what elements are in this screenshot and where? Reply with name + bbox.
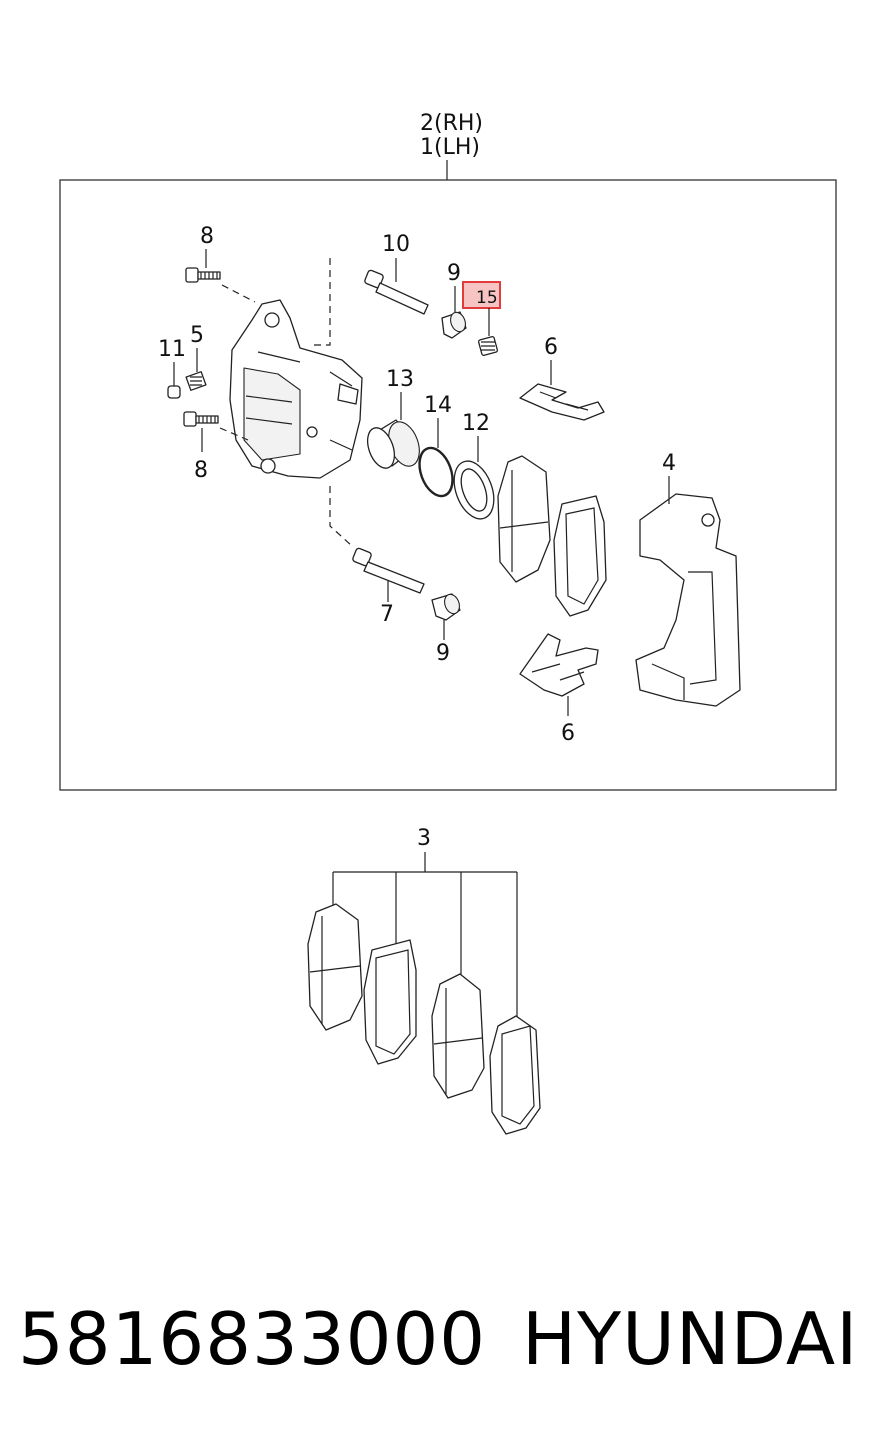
bolt-8-bottom bbox=[183, 411, 219, 427]
assembly-label-rh: 2(RH) bbox=[420, 111, 483, 136]
piston-boot-12 bbox=[453, 460, 495, 520]
part-number: 5816833000 bbox=[18, 1297, 487, 1381]
callout-3: 3 bbox=[417, 826, 431, 851]
callout-6-top: 6 bbox=[544, 335, 558, 360]
pad-kit-pad-2 bbox=[363, 939, 417, 1065]
callout-9-bottom: 9 bbox=[436, 641, 450, 666]
callout-11: 11 bbox=[158, 337, 186, 362]
guide-pin-7 bbox=[352, 547, 425, 594]
pad-kit-leader bbox=[332, 852, 518, 1018]
caliper-body bbox=[229, 299, 363, 479]
bolt-8-top bbox=[185, 267, 221, 283]
brake-pad-inner bbox=[497, 455, 551, 583]
bleeder-screw-5 bbox=[185, 371, 207, 391]
boot-9-top bbox=[441, 311, 467, 339]
callout-5: 5 bbox=[190, 323, 204, 348]
highlight-box-15 bbox=[462, 281, 501, 309]
callout-4: 4 bbox=[662, 451, 676, 476]
pad-kit-pad-4 bbox=[489, 1015, 541, 1135]
guide-pin-10 bbox=[364, 269, 429, 315]
pad-clip-6-bottom bbox=[519, 633, 599, 697]
pad-clip-6-top bbox=[519, 383, 605, 421]
pad-kit-pad-1 bbox=[307, 903, 363, 1031]
piston-13 bbox=[366, 419, 420, 469]
brake-pad-outer bbox=[553, 495, 607, 617]
piston-seal-14 bbox=[418, 446, 454, 498]
callout-8-bottom: 8 bbox=[194, 458, 208, 483]
caliper-carrier-4 bbox=[635, 493, 741, 707]
callout-15: 15 bbox=[476, 288, 498, 308]
callout-9-top: 9 bbox=[447, 261, 461, 286]
callout-13: 13 bbox=[386, 367, 414, 392]
callout-8-top: 8 bbox=[200, 224, 214, 249]
bleeder-screw-15 bbox=[478, 336, 498, 356]
assembly-label-lh: 1(LH) bbox=[420, 135, 480, 160]
callout-14: 14 bbox=[424, 393, 452, 418]
assembly-frame bbox=[59, 179, 837, 791]
boot-9-bottom bbox=[431, 593, 461, 621]
callout-10: 10 bbox=[382, 232, 410, 257]
brand-name: HYUNDAI bbox=[522, 1297, 859, 1381]
footer: 5816833000 HYUNDAI bbox=[18, 1297, 878, 1397]
callout-12: 12 bbox=[462, 411, 490, 436]
callout-6-bottom: 6 bbox=[561, 721, 575, 746]
callout-7: 7 bbox=[380, 602, 394, 627]
cap-11 bbox=[167, 385, 181, 399]
pad-kit-pad-3 bbox=[431, 973, 485, 1099]
